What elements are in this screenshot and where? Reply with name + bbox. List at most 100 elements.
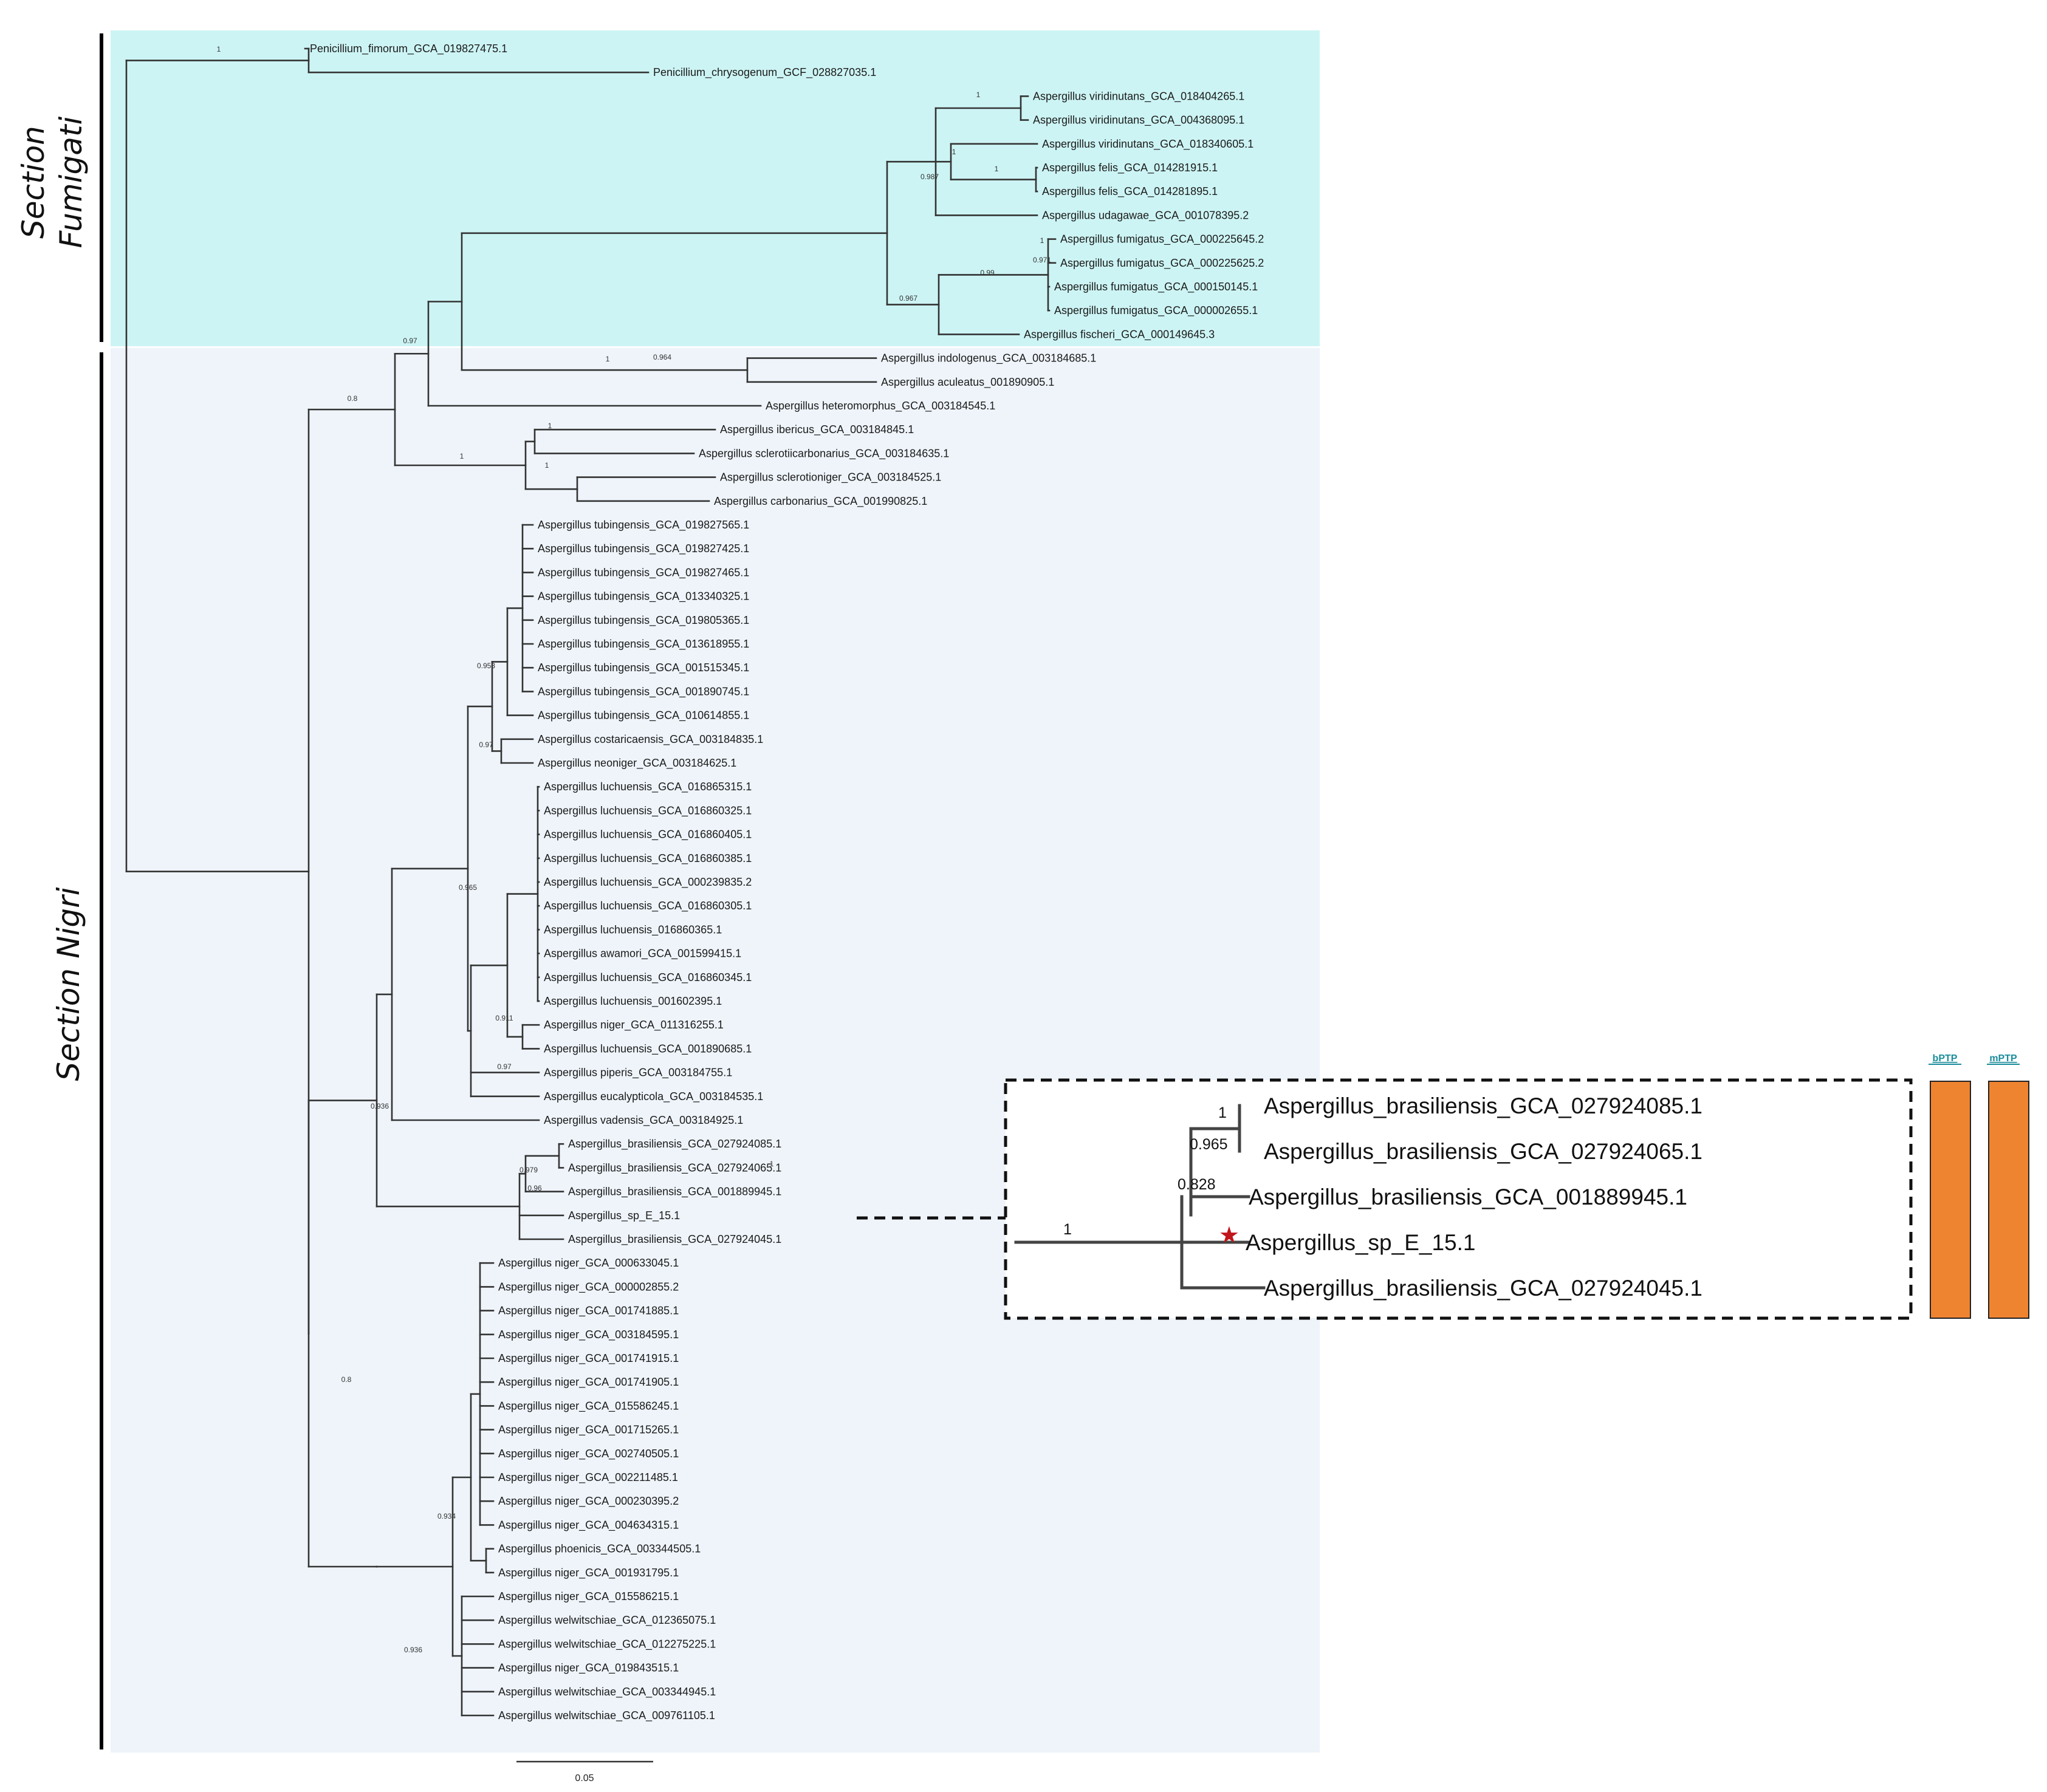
tip-label: Aspergillus tubingensis_GCA_001890745.1 xyxy=(538,685,749,698)
support-value: 0.97 xyxy=(497,1062,512,1071)
support-value: 0.965 xyxy=(459,883,477,892)
support-value: 1 xyxy=(976,91,981,99)
tip-label: Aspergillus sclerotiicarbonarius_GCA_003… xyxy=(699,447,949,460)
tip-label: Aspergillus luchuensis_GCA_016860305.1 xyxy=(544,900,752,912)
tip-label: Aspergillus niger_GCA_000230395.2 xyxy=(498,1495,679,1508)
tree-branches xyxy=(125,47,1057,1717)
bptp-species-bar xyxy=(1930,1081,1971,1319)
support-value: 0.96 xyxy=(527,1184,542,1192)
support-value: 0.8 xyxy=(341,1375,352,1384)
tip-label: Aspergillus neoniger_GCA_003184625.1 xyxy=(538,757,736,770)
tip-label: Aspergillus luchuensis_GCA_016860345.1 xyxy=(544,971,752,984)
tip-label: Penicillium_fimorum_GCA_019827475.1 xyxy=(310,43,507,55)
support-value: 0.979 xyxy=(519,1166,538,1174)
support-value: 1 xyxy=(770,1160,774,1168)
tip-label: Aspergillus welwitschiae_GCA_012275225.1 xyxy=(498,1638,716,1650)
tip-label: Aspergillus luchuensis_GCA_016865315.1 xyxy=(544,781,752,793)
tip-label: Aspergillus fumigatus_GCA_000225625.2 xyxy=(1060,257,1264,270)
section-nigri-label: Section Nigri xyxy=(51,887,86,1081)
tip-label: Aspergillus tubingensis_GCA_019805365.1 xyxy=(538,614,749,627)
tip-label: Aspergillus tubingensis_GCA_019827465.1 xyxy=(538,566,749,579)
tip-label: Aspergillus vadensis_GCA_003184925.1 xyxy=(544,1114,743,1127)
support-value: 0.967 xyxy=(899,294,917,303)
tip-label: Aspergillus luchuensis_GCA_001890685.1 xyxy=(544,1042,752,1055)
tip-label: Aspergillus fischeri_GCA_000149645.3 xyxy=(1024,328,1215,341)
support-value: 1 xyxy=(217,45,221,53)
tip-label: Aspergillus niger_GCA_002211485.1 xyxy=(498,1471,678,1484)
tip-label: Aspergillus niger_GCA_015586215.1 xyxy=(498,1590,679,1603)
tip-label: Aspergillus niger_GCA_019843515.1 xyxy=(498,1662,679,1675)
tip-label: Aspergillus niger_GCA_004634315.1 xyxy=(498,1519,679,1531)
inset-tip-label: Aspergillus_brasiliensis_GCA_027924045.1 xyxy=(1264,1276,1702,1301)
support-value: 0.97 xyxy=(403,337,417,345)
tip-label: Aspergillus_brasiliensis_GCA_027924065.1 xyxy=(568,1161,781,1174)
support-value: 0.8 xyxy=(348,394,358,403)
tip-label: Aspergillus_sp_E_15.1 xyxy=(568,1209,680,1222)
tip-label: Aspergillus felis_GCA_014281895.1 xyxy=(1042,185,1218,198)
tip-label: Aspergillus luchuensis_GCA_000239835.2 xyxy=(544,876,752,889)
tip-label: Aspergillus niger_GCA_003184595.1 xyxy=(498,1329,679,1341)
support-value: 1 xyxy=(606,355,610,363)
tip-label: Aspergillus tubingensis_GCA_019827565.1 xyxy=(538,519,749,532)
tip-label: Aspergillus_brasiliensis_GCA_027924085.1 xyxy=(568,1138,781,1151)
inset-tip-labels: Aspergillus_brasiliensis_GCA_027924085.1… xyxy=(1219,1093,1702,1301)
inset-branches xyxy=(1014,1104,1266,1290)
inset-support-value: 1 xyxy=(1218,1104,1227,1121)
tip-label: Aspergillus fumigatus_GCA_000002655.1 xyxy=(1054,304,1258,317)
inset-support-value: 0.965 xyxy=(1190,1136,1228,1153)
support-value: 0.964 xyxy=(653,353,671,361)
tip-label: Aspergillus welwitschiae_GCA_012365075.1 xyxy=(498,1614,716,1627)
tip-label: Aspergillus viridinutans_GCA_004368095.1 xyxy=(1033,114,1244,127)
tip-label: Aspergillus phoenicis_GCA_003344505.1 xyxy=(498,1543,701,1556)
tip-label: Aspergillus niger_GCA_001715265.1 xyxy=(498,1424,679,1437)
section-nigri-background xyxy=(111,348,1320,1753)
tip-label: Aspergillus fumigatus_GCA_000150145.1 xyxy=(1054,281,1258,293)
tip-label: Aspergillus viridinutans_GCA_018340605.1 xyxy=(1042,138,1253,151)
tip-label: Aspergillus luchuensis_GCA_016860405.1 xyxy=(544,829,752,841)
tip-label: Aspergillus welwitschiae_GCA_009761105.1 xyxy=(498,1709,715,1722)
tip-label: Aspergillus luchuensis_016860365.1 xyxy=(544,923,722,936)
tip-label: Aspergillus tubingensis_GCA_010614855.1 xyxy=(538,710,749,722)
tip-label: Aspergillus niger_GCA_001741885.1 xyxy=(498,1305,679,1318)
svg-text:Section: Section xyxy=(16,126,51,239)
tip-label: Aspergillus costaricaensis_GCA_003184835… xyxy=(538,733,763,746)
tip-label: Aspergillus udagawae_GCA_001078395.2 xyxy=(1042,209,1249,222)
tip-label: Aspergillus viridinutans_GCA_018404265.1 xyxy=(1033,90,1244,103)
tip-label: Aspergillus sclerotioniger_GCA_003184525… xyxy=(720,471,941,484)
tip-label: Aspergillus awamori_GCA_001599415.1 xyxy=(544,948,741,960)
section-fumigati-label: Section Fumigati xyxy=(16,116,89,248)
tip-label: Aspergillus niger_GCA_001741905.1 xyxy=(498,1376,679,1389)
tip-label: Aspergillus_brasiliensis_GCA_001889945.1 xyxy=(568,1186,781,1199)
inset-tip-label: Aspergillus_brasiliensis_GCA_027924065.1 xyxy=(1264,1139,1702,1164)
support-value: 0.911 xyxy=(495,1014,513,1022)
inset-tip-label: Aspergillus_brasiliensis_GCA_001889945.1 xyxy=(1249,1185,1687,1209)
svg-text:Section Nigri: Section Nigri xyxy=(51,887,86,1081)
tip-label: Aspergillus piperis_GCA_003184755.1 xyxy=(544,1067,732,1079)
tip-label: Aspergillus heteromorphus_GCA_003184545.… xyxy=(766,400,995,412)
support-values: 11110.98710.9710.990.9670.9640.970.81111… xyxy=(217,45,1052,1654)
tip-label: Aspergillus_brasiliensis_GCA_027924045.1 xyxy=(568,1233,781,1246)
support-value: 0.987 xyxy=(921,173,939,181)
support-value: 0.934 xyxy=(437,1512,456,1520)
star-icon: ★ xyxy=(1219,1222,1240,1248)
tip-label: Aspergillus fumigatus_GCA_000225645.2 xyxy=(1060,233,1264,246)
support-value: 1 xyxy=(548,422,552,430)
bptp-label: bPTP xyxy=(1933,1053,1958,1064)
tip-labels: Penicillium_fimorum_GCA_019827475.1Penic… xyxy=(310,43,1264,1722)
tip-label: Aspergillus niger_GCA_001931795.1 xyxy=(498,1567,679,1579)
support-value: 0.99 xyxy=(980,268,995,277)
tip-label: Aspergillus welwitschiae_GCA_003344945.1 xyxy=(498,1686,716,1698)
tip-label: Aspergillus niger_GCA_011316255.1 xyxy=(544,1019,724,1031)
tip-label: Aspergillus tubingensis_GCA_013340325.1 xyxy=(538,590,749,603)
mptp-label: mPTP xyxy=(1989,1053,2017,1064)
support-value: 0.936 xyxy=(371,1102,389,1110)
tip-label: Aspergillus felis_GCA_014281915.1 xyxy=(1042,162,1218,174)
support-value: 1 xyxy=(1040,236,1044,245)
tip-label: Aspergillus niger_GCA_000002855.2 xyxy=(498,1281,679,1293)
support-value: 0.953 xyxy=(477,662,495,670)
support-value: 0.971 xyxy=(1033,256,1051,264)
tip-label: Aspergillus niger_GCA_000633045.1 xyxy=(498,1257,679,1270)
tip-label: Aspergillus niger_GCA_002740505.1 xyxy=(498,1448,679,1460)
support-value: 1 xyxy=(995,165,999,173)
